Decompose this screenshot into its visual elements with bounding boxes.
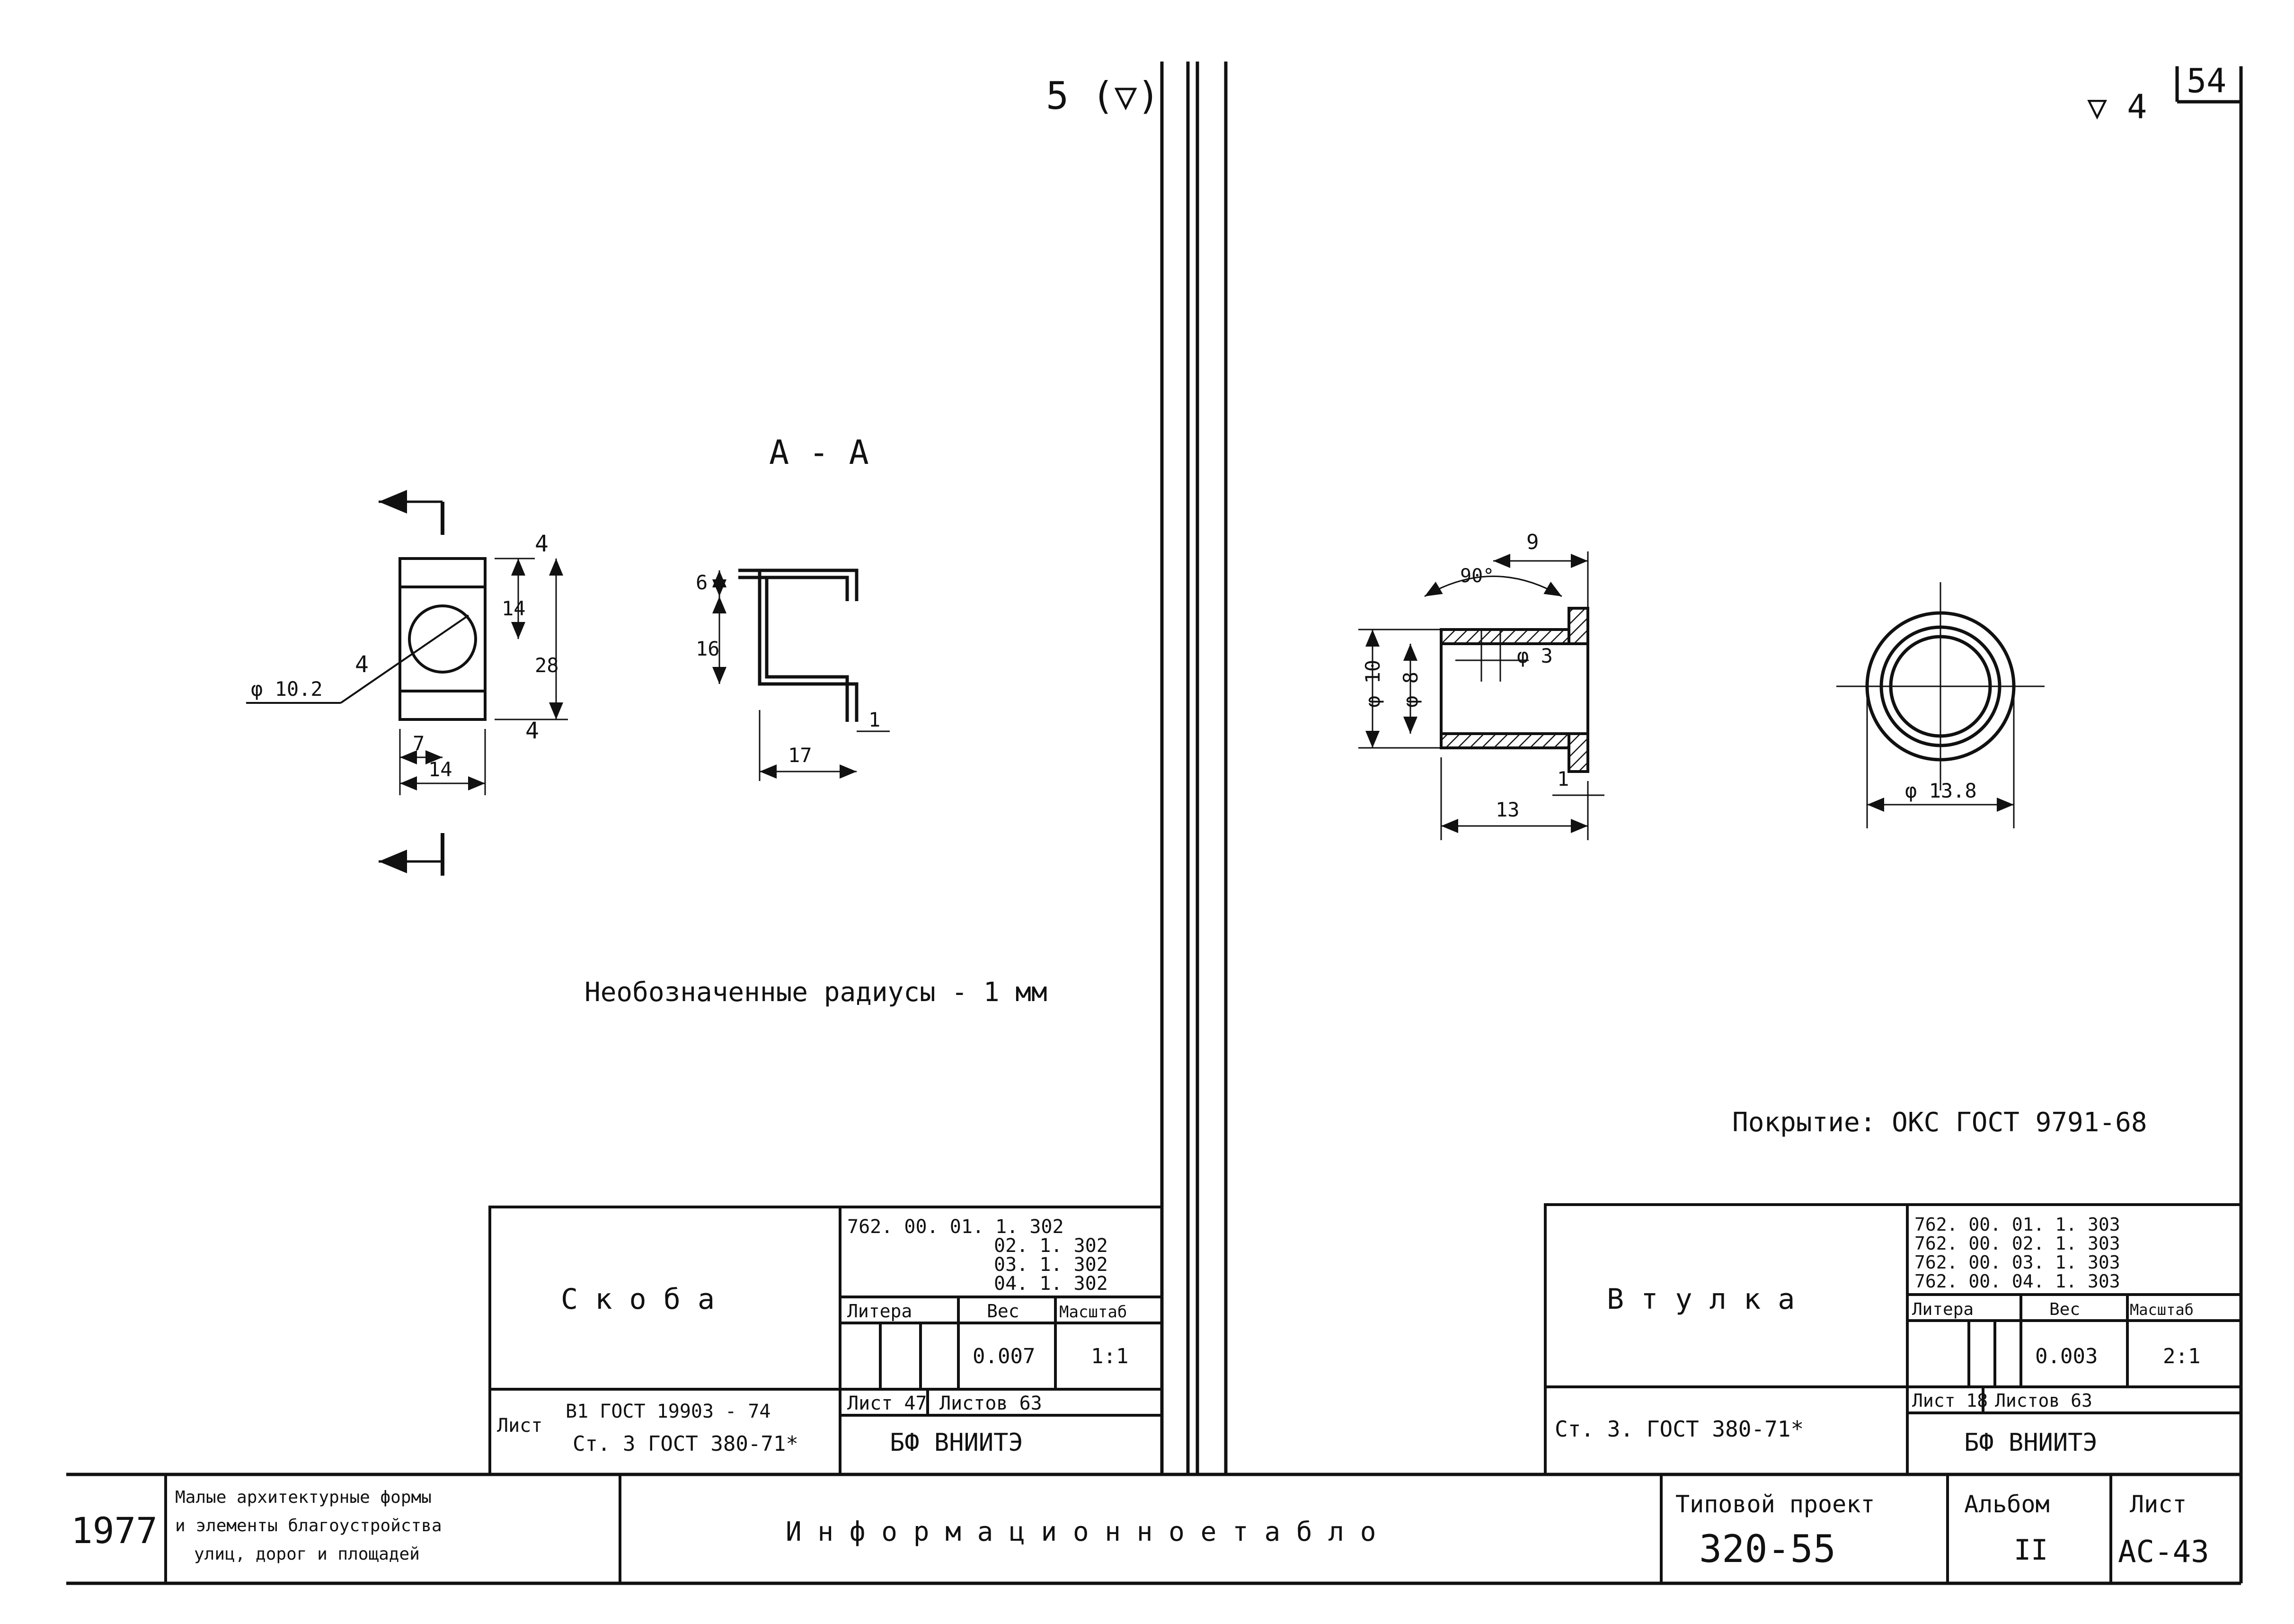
section-label: А - А [769, 433, 869, 472]
bracket-material-1: В1 ГОСТ 19903 - 74 [566, 1401, 771, 1422]
bushing-sheet-label: Лист 18 [1912, 1390, 1988, 1411]
bracket-sheet-label: Лист 47 [847, 1393, 927, 1414]
stamp-project-label: Типовой проект [1675, 1491, 1875, 1518]
bushing-scale: 2:1 [2163, 1344, 2200, 1368]
dim-flange-thick: 1 [1557, 767, 1569, 790]
bushing-end-view [1836, 582, 2045, 828]
bracket-code-2: 02. 1. 302 [994, 1235, 1108, 1257]
bracket-material-2: Ст. 3 ГОСТ 380-71* [573, 1432, 798, 1456]
bracket-material-prefix: Лист [497, 1415, 542, 1437]
top-roughness-mark-left: 5 (▽) [1046, 74, 1160, 118]
bracket-front-view [246, 490, 568, 876]
bushing-code-3: 762. 00. 03. 1. 303 [1914, 1252, 2120, 1273]
bushing-material: Ст. 3. ГОСТ 380-71* [1555, 1416, 1804, 1442]
stamp-title: И н ф о р м а ц и о н н о е т а б л о [786, 1517, 1376, 1547]
bushing-title-block [1544, 1203, 2242, 1476]
bracket-title-block [488, 1206, 1163, 1476]
dim-thickness: 1 [868, 708, 880, 731]
radius-note: Необозначенные радиусы - 1 мм [585, 977, 1047, 1008]
dim-height-total: 28 [535, 654, 559, 677]
stamp-album-label: Альбом [1964, 1491, 2050, 1518]
bracket-name: С к о б а [561, 1283, 715, 1316]
sheet-frame [66, 62, 2243, 1585]
bracket-weight: 0.007 [973, 1344, 1035, 1368]
bushing-code-2: 762. 00. 02. 1. 303 [1914, 1233, 2120, 1254]
dim-inner-dia: φ 8 [1399, 672, 1422, 708]
stamp-sheet-number: АС-43 [2118, 1535, 2209, 1570]
dim-outer-dia: φ 10 [1361, 660, 1384, 708]
dim-base: 17 [788, 744, 812, 767]
bracket-sheets-label: Листов 63 [939, 1393, 1042, 1414]
hole-diameter-label: φ 10.2 [251, 677, 323, 701]
bracket-code-4: 04. 1. 302 [994, 1273, 1108, 1295]
main-stamp [164, 1474, 2112, 1583]
dim-hole: φ 3 [1517, 644, 1553, 667]
bracket-weight-label: Вес [987, 1301, 1019, 1322]
bushing-litera-label: Литера [1912, 1300, 1974, 1319]
bracket-scale-label: Масштаб [1059, 1303, 1127, 1322]
bushing-sheets-label: Листов 63 [1995, 1390, 2092, 1411]
bushing-code-1: 762. 00. 01. 1. 303 [1914, 1214, 2120, 1235]
bracket-code-3: 03. 1. 302 [994, 1254, 1108, 1276]
dim-side-top: 6 [696, 571, 708, 594]
page-number: 54 [2187, 62, 2226, 100]
bushing-scale-label: Масштаб [2130, 1301, 2194, 1319]
dim-length: 13 [1496, 798, 1520, 821]
dim-flange-dia: φ 13.8 [1905, 779, 1977, 802]
stamp-series-3: улиц, дорог и площадей [194, 1544, 420, 1564]
dim-height-top: 14 [502, 597, 526, 620]
stamp-series-1: Малые архитектурные формы [175, 1488, 432, 1507]
dim-chamfer-angle: 90° [1460, 565, 1494, 587]
dim-width: 14 [428, 758, 452, 781]
bracket-scale: 1:1 [1091, 1344, 1128, 1368]
coating-note: Покрытие: ОКС ГОСТ 9791-68 [1732, 1107, 2147, 1138]
stamp-series-2: и элементы благоустройства [175, 1516, 442, 1535]
bracket-code-1: 762. 00. 01. 1. 302 [847, 1216, 1064, 1238]
bushing-section-view [1358, 551, 1604, 840]
dim-flange-length: 9 [1526, 530, 1539, 554]
dim-side-mid: 16 [696, 637, 720, 660]
roughness-top: 4 [535, 531, 549, 557]
stamp-sheet-label: Лист [2130, 1491, 2187, 1518]
roughness-hole: 4 [355, 651, 369, 678]
bushing-name: В т у л к а [1607, 1283, 1795, 1316]
dim-width-half: 7 [413, 732, 425, 755]
bushing-org: БФ ВНИИТЭ [1964, 1429, 2098, 1457]
roughness-bottom: 4 [525, 718, 539, 744]
stamp-year: 1977 [71, 1509, 158, 1552]
bushing-code-4: 762. 00. 04. 1. 303 [1914, 1271, 2120, 1292]
bracket-litera-label: Литера [847, 1301, 912, 1322]
bushing-weight: 0.003 [2035, 1344, 2098, 1368]
bracket-org: БФ ВНИИТЭ [890, 1429, 1023, 1457]
bracket-section-view [712, 568, 890, 781]
bushing-weight-label: Вес [2049, 1300, 2080, 1319]
top-roughness-mark-right: ▽ 4 [2087, 88, 2147, 126]
stamp-album-number: II [2014, 1534, 2048, 1567]
stamp-project-number: 320-55 [1699, 1527, 1836, 1571]
